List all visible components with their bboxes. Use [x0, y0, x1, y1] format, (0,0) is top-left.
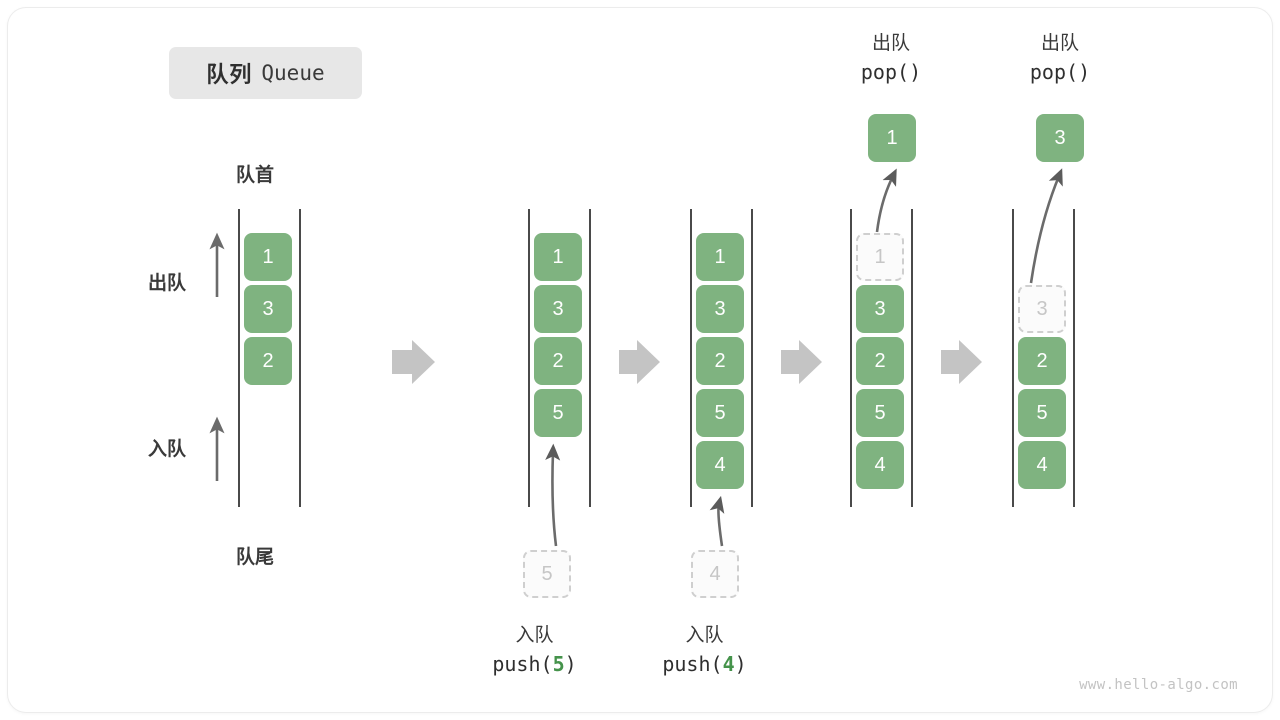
rail-right: [751, 209, 753, 507]
rail-left: [1012, 209, 1014, 507]
popped-cell: 1: [868, 114, 916, 162]
popped-cell: 3: [1036, 114, 1084, 162]
caption-code: pop(): [1029, 59, 1091, 84]
title-badge: 队列 Queue: [169, 47, 362, 99]
label-dequeue-direction: 出队: [148, 273, 187, 294]
caption-arg: 4: [722, 651, 735, 676]
caption-chinese: 出队: [871, 33, 910, 54]
title-chinese: 队列: [206, 62, 253, 87]
label-queue-rear: 队尾: [236, 547, 275, 568]
queue-cell: 5: [1018, 389, 1066, 437]
queue-cell: 2: [534, 337, 582, 385]
label-queue-front: 队首: [236, 165, 275, 186]
queue-cell: 2: [244, 337, 292, 385]
queue-cell: 3: [856, 285, 904, 333]
label-enqueue-direction: 入队: [148, 439, 187, 460]
rail-right: [911, 209, 913, 507]
caption-code: pop(): [860, 59, 922, 84]
queue-cell: 2: [1018, 337, 1066, 385]
queue-cell: 1: [244, 233, 292, 281]
incoming-ghost-cell: 4: [691, 550, 739, 598]
caption-pop-1: 出队 pop(): [793, 30, 989, 87]
rail-left: [850, 209, 852, 507]
queue-cell: 2: [856, 337, 904, 385]
queue-cell: 4: [696, 441, 744, 489]
queue-cell: 2: [696, 337, 744, 385]
rail-right: [299, 209, 301, 507]
title-english: Queue: [261, 61, 325, 85]
queue-cell: 4: [1018, 441, 1066, 489]
queue-cell: 3: [244, 285, 292, 333]
rail-right: [589, 209, 591, 507]
caption-arg: 5: [552, 651, 565, 676]
outgoing-ghost-cell: 1: [856, 233, 904, 281]
rail-right: [1073, 209, 1075, 507]
caption-chinese: 出队: [1040, 33, 1079, 54]
caption-push-4: 入队 push(4): [602, 622, 807, 679]
queue-cell: 5: [856, 389, 904, 437]
rail-left: [238, 209, 240, 507]
caption-chinese: 入队: [685, 625, 724, 646]
rail-left: [528, 209, 530, 507]
queue-cell: 1: [696, 233, 744, 281]
incoming-ghost-cell: 5: [523, 550, 571, 598]
queue-cell: 3: [696, 285, 744, 333]
watermark: www.hello-algo.com: [1079, 677, 1238, 693]
queue-cell: 1: [534, 233, 582, 281]
caption-pop-3: 出队 pop(): [962, 30, 1158, 87]
queue-cell: 5: [696, 389, 744, 437]
caption-code: push(4): [662, 651, 747, 676]
queue-cell: 4: [856, 441, 904, 489]
caption-code: push(5): [492, 651, 577, 676]
queue-cell: 5: [534, 389, 582, 437]
queue-cell: 3: [534, 285, 582, 333]
rail-left: [690, 209, 692, 507]
diagram-card: [8, 8, 1272, 712]
outgoing-ghost-cell: 3: [1018, 285, 1066, 333]
caption-chinese: 入队: [515, 625, 554, 646]
caption-push-5: 入队 push(5): [432, 622, 637, 679]
